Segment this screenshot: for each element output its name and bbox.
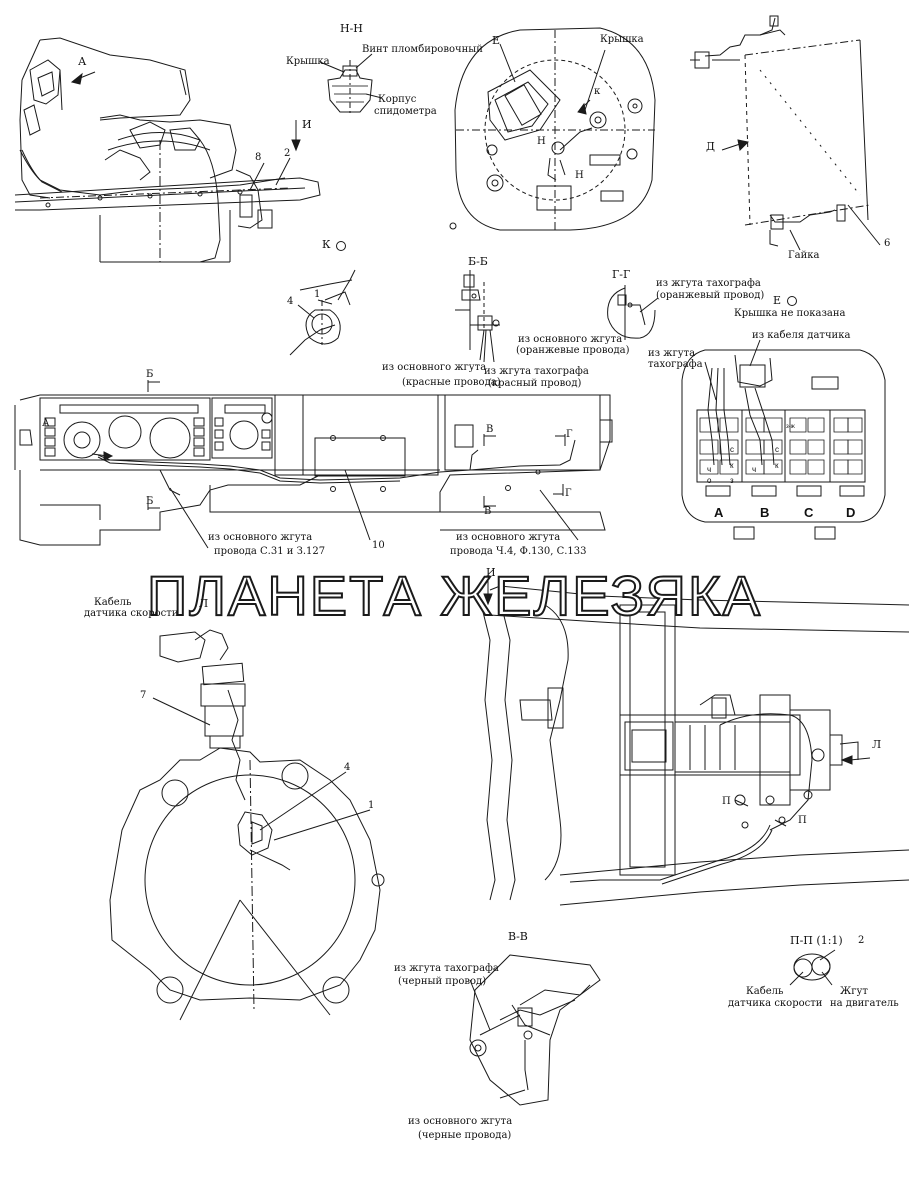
section-pp-detail bbox=[790, 950, 835, 985]
label-e-sensor: из кабеля датчика bbox=[752, 330, 851, 341]
label-panel-main2: из основного жгута bbox=[456, 532, 561, 543]
connector-block-c: C bbox=[804, 505, 814, 520]
label-pp-harness: Жгут bbox=[840, 986, 868, 997]
pin-label: с bbox=[730, 445, 734, 454]
section-i-view-label: И bbox=[486, 566, 496, 579]
label-kryshka-nn: Крышка bbox=[286, 56, 330, 67]
label-gg-tacho2: (оранжевый провод) bbox=[656, 290, 765, 301]
pin-label: ч bbox=[707, 465, 712, 474]
connector-e-detail bbox=[682, 340, 885, 539]
callout-k-e: к bbox=[594, 86, 601, 97]
label-vv-main2: (черные провода) bbox=[418, 1130, 512, 1141]
callout-6: 6 bbox=[884, 238, 891, 249]
label-panel-main1b: провода С.31 и З.127 bbox=[214, 546, 326, 557]
label-bb-tacho2: (красный провод) bbox=[488, 378, 582, 389]
view-a-label: А bbox=[78, 55, 87, 68]
label-gaika: Гайка bbox=[788, 250, 820, 261]
callout-8: 8 bbox=[255, 152, 262, 163]
section-i-top-label: И bbox=[302, 118, 312, 131]
label-pp-cable: Кабель bbox=[746, 986, 784, 997]
label-bb-main: из основного жгута bbox=[382, 362, 487, 373]
speed-sensor-view bbox=[110, 630, 384, 1020]
label-bb-tacho: из жгута тахографа bbox=[484, 366, 589, 377]
section-pp-title: П-П (1:1) bbox=[790, 934, 843, 947]
chassis-bottom-view bbox=[480, 580, 909, 905]
callout-4-k: 4 bbox=[287, 296, 294, 307]
view-d-label: Д bbox=[706, 140, 715, 153]
section-k-title: К bbox=[322, 238, 331, 251]
label-e-not-shown: Крышка не показана bbox=[734, 308, 846, 319]
watermark-text: ПЛАНЕТА ЖЕЛЕЗЯКА bbox=[146, 563, 762, 628]
view-v-bottom: В bbox=[484, 506, 492, 517]
callout-4-l: 4 bbox=[344, 762, 351, 773]
label-l-cable: Кабель bbox=[94, 597, 132, 608]
label-kryshka-e: Крышка bbox=[600, 34, 644, 45]
view-p1-label: П bbox=[722, 796, 731, 807]
label-bb-main2: (красные провода) bbox=[402, 377, 501, 388]
callout-7: 7 bbox=[140, 690, 147, 701]
pin-label: с bbox=[775, 445, 779, 454]
callout-2-top: 2 bbox=[284, 148, 291, 159]
section-bb-detail bbox=[455, 270, 500, 362]
connector-marker: з-ж bbox=[786, 424, 795, 430]
label-vv-main: из основного жгута bbox=[408, 1116, 513, 1127]
connector-block-d: D bbox=[846, 505, 856, 520]
callout-n-e2: Н bbox=[575, 170, 584, 181]
section-gg-title: Г-Г bbox=[612, 268, 631, 281]
pin-label: к bbox=[730, 461, 734, 470]
section-e-title: Е bbox=[773, 294, 782, 307]
label-vv-tacho: из жгута тахографа bbox=[394, 963, 499, 974]
label-e-letter: Е bbox=[492, 34, 501, 47]
view-b-top: Б bbox=[146, 369, 154, 380]
view-p2-label: П bbox=[798, 815, 807, 826]
view-b-bottom: Б bbox=[146, 496, 154, 507]
label-pp-cable2: датчика скорости bbox=[728, 998, 823, 1009]
section-nn-detail bbox=[320, 54, 382, 115]
callout-2-pp: 2 bbox=[858, 935, 865, 946]
mounting-bracket-view bbox=[690, 16, 880, 250]
section-vv-title: В-В bbox=[508, 930, 528, 943]
callout-n-e: Н bbox=[537, 136, 546, 147]
callout-10: 10 bbox=[372, 540, 385, 551]
label-panel-main2b: провода Ч.4, Ф.130, С.133 bbox=[450, 546, 587, 557]
view-g-top: Г bbox=[566, 429, 573, 440]
pin-label: о bbox=[707, 476, 712, 485]
view-l-arrow-label: Л bbox=[872, 738, 882, 751]
section-l-title: Л bbox=[199, 597, 209, 610]
label-panel-main1: из основного жгута bbox=[208, 532, 313, 543]
cab-frame-view bbox=[15, 38, 320, 262]
instrument-panel-view bbox=[15, 380, 612, 548]
label-l-cable2: датчика скорости bbox=[84, 608, 179, 619]
connector-block-a: A bbox=[714, 505, 724, 520]
label-e-tacho: из жгута bbox=[648, 348, 696, 359]
connector-block-b: B bbox=[760, 505, 770, 520]
label-e-tacho2: тахографа bbox=[648, 359, 703, 370]
view-g-bottom: Г bbox=[565, 488, 572, 499]
label-pp-harness2: на двигатель bbox=[830, 998, 899, 1009]
section-k-circle-icon bbox=[335, 240, 347, 252]
callout-1-l: 1 bbox=[368, 800, 375, 811]
section-nn-title: Н-Н bbox=[340, 22, 363, 35]
pin-label: ч bbox=[752, 465, 757, 474]
label-gg-main: из основного жгута bbox=[518, 334, 623, 345]
label-vint: Винт пломбировочный bbox=[362, 44, 483, 55]
label-korpus: Корпус bbox=[378, 94, 417, 105]
speedometer-back-view bbox=[450, 28, 655, 230]
label-spidometra: спидометра bbox=[374, 106, 437, 117]
section-k-detail bbox=[290, 270, 355, 355]
label-gg-tacho: из жгута тахографа bbox=[656, 278, 761, 289]
section-e-circle-icon bbox=[786, 295, 798, 307]
label-gg-main2: (оранжевые провода) bbox=[516, 345, 630, 356]
section-bb-title: Б-Б bbox=[468, 255, 488, 268]
section-vv-detail bbox=[470, 955, 600, 1105]
section-gg-detail bbox=[608, 285, 658, 340]
pin-label: з bbox=[730, 476, 734, 485]
callout-1-k: 1 bbox=[314, 289, 321, 300]
view-v-top: В bbox=[486, 424, 494, 435]
view-a-panel: А bbox=[42, 418, 50, 429]
pin-label: к bbox=[775, 461, 779, 470]
label-vv-tacho2: (черный провод) bbox=[398, 976, 487, 987]
